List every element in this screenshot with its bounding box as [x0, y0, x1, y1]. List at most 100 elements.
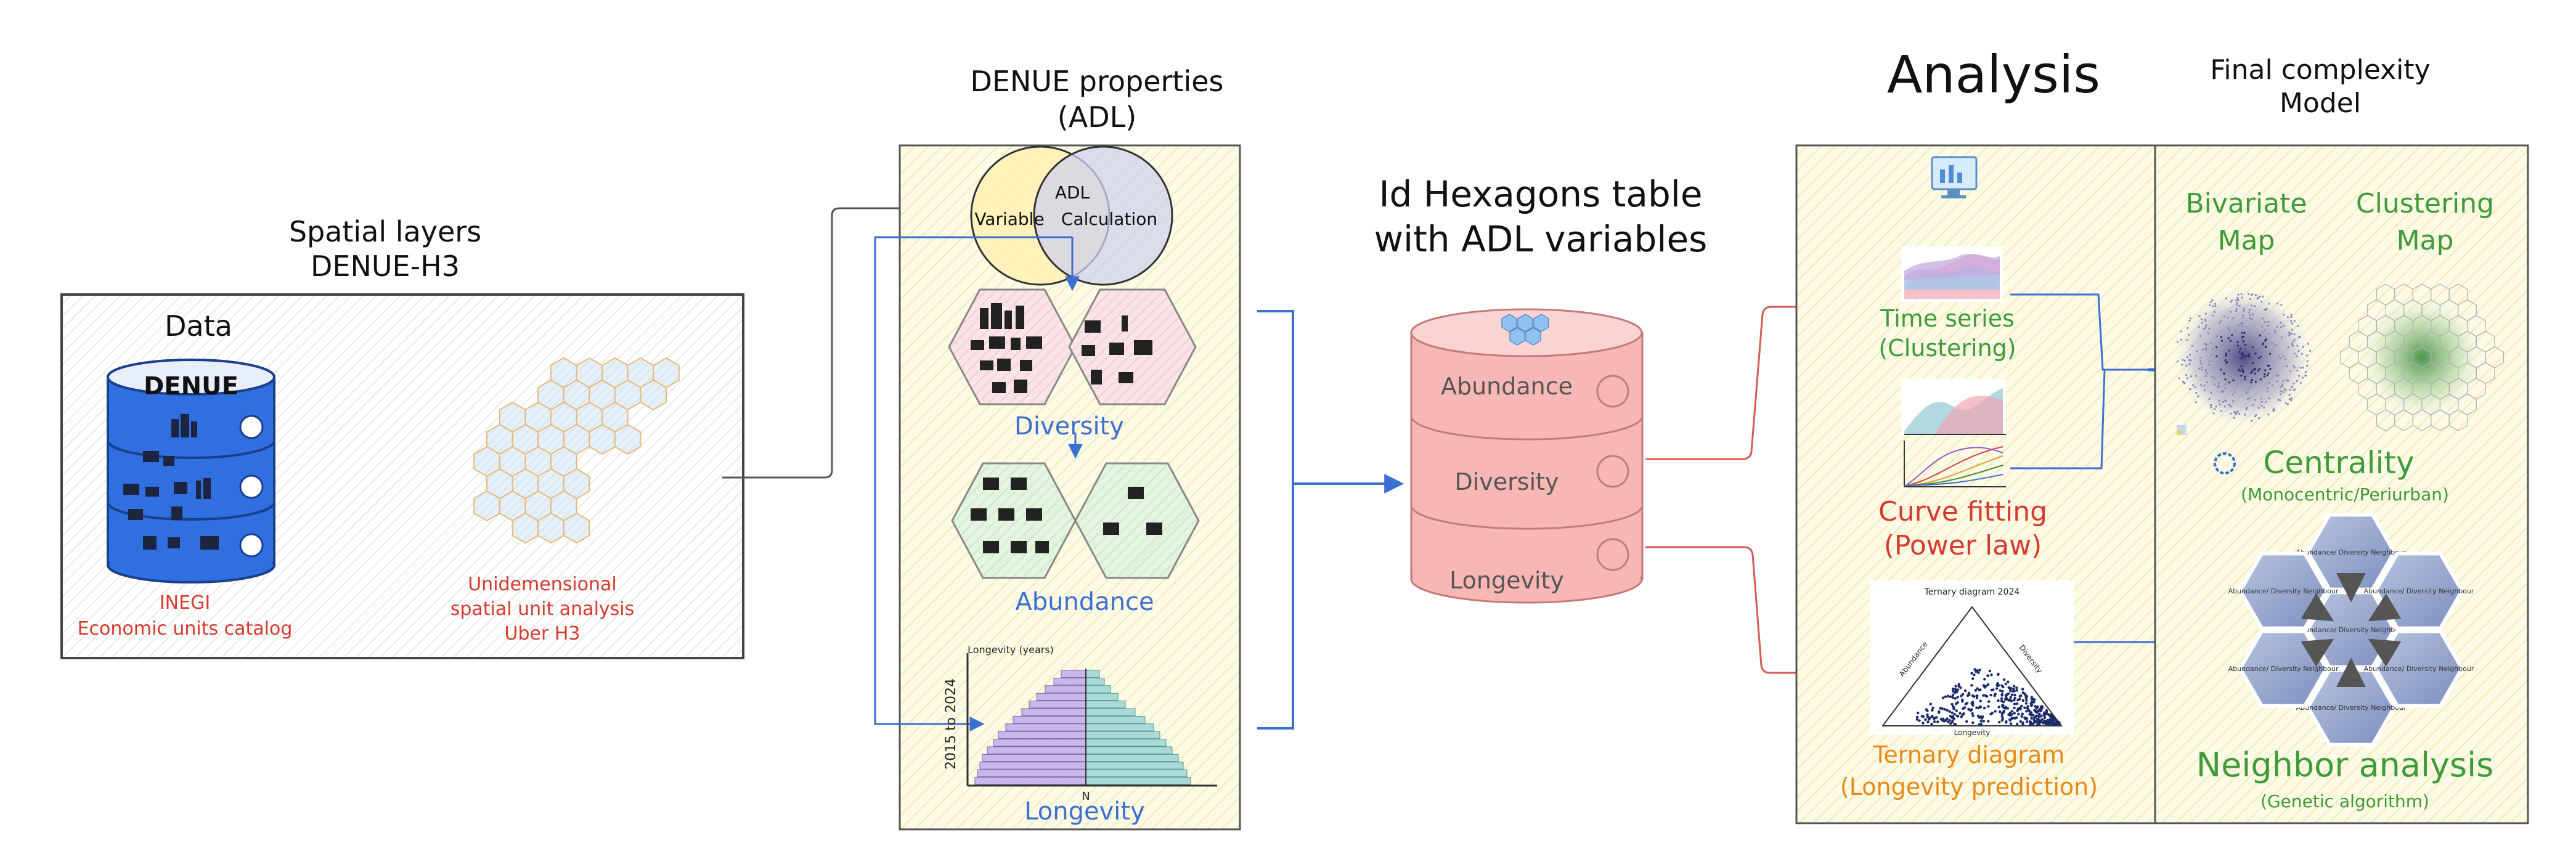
- ternary-point: [2007, 686, 2010, 689]
- ternary-point: [2039, 706, 2043, 709]
- bivariate-point: [2217, 382, 2220, 384]
- ternary-point: [1963, 706, 1967, 709]
- ternary-point: [2035, 707, 2038, 710]
- ternary-point: [1944, 719, 1947, 723]
- ternary-point: [1926, 715, 1930, 719]
- ternary-point: [1960, 715, 1963, 718]
- bivariate-point: [2178, 377, 2181, 380]
- ternary-point: [1917, 711, 1920, 715]
- ternary-point: [2030, 704, 2033, 707]
- pyramid-bar-left: [982, 754, 1086, 762]
- bivariate-point: [2306, 360, 2309, 363]
- bivariate-point: [2180, 330, 2182, 333]
- bivariate-point: [2243, 309, 2245, 312]
- ternary-point: [2005, 696, 2008, 700]
- bivariate-point: [2214, 303, 2217, 305]
- centrality-label: Centrality: [2263, 445, 2414, 481]
- bivariate-point: [2258, 367, 2261, 370]
- bivariate-point: [2291, 343, 2293, 346]
- bivariate-point: [2186, 339, 2188, 341]
- bivariate-point: [2273, 407, 2275, 410]
- bivariate-point: [2266, 374, 2268, 376]
- bivariate-point: [2258, 417, 2260, 420]
- bivariate-point: [2182, 359, 2184, 361]
- ternary-point: [1951, 693, 1955, 697]
- ternary-point: [1930, 723, 1933, 726]
- bivariate-point: [2251, 420, 2253, 422]
- bivariate-point: [2219, 322, 2221, 324]
- bivariate-point: [2268, 333, 2270, 335]
- bivariate-point: [2244, 343, 2246, 346]
- bivariate-point: [2215, 355, 2218, 357]
- final-model-section: Final complexity Model Bivariate Map Clu…: [2154, 54, 2529, 824]
- time-series-line1: Time series: [1880, 305, 2015, 332]
- bivariate-point: [2240, 357, 2243, 360]
- pyramid-bar-left: [1045, 685, 1086, 693]
- bivariate-point: [2267, 324, 2269, 327]
- ternary-point: [2001, 717, 2005, 720]
- bivariate-point: [2264, 330, 2266, 332]
- bivariate-point: [2240, 293, 2243, 295]
- ternary-point: [1949, 695, 1952, 698]
- ternary-point: [1950, 702, 1954, 706]
- bivariate-point: [2250, 381, 2252, 384]
- bivariate-point: [2224, 378, 2227, 381]
- bivariate-point: [2293, 352, 2296, 355]
- ternary-point: [1958, 712, 1962, 715]
- ternary-axis-bottom: Longevity: [1954, 728, 1991, 737]
- bivariate-point: [2244, 413, 2246, 416]
- ternary-point: [2013, 717, 2017, 720]
- ternary-point: [1954, 697, 1957, 700]
- ternary-point: [1971, 712, 1974, 715]
- ternary-point: [2001, 689, 2004, 693]
- curve-fitting-line1: Curve fitting: [1878, 496, 2047, 527]
- bivariate-point: [2210, 391, 2212, 394]
- bivariate-point: [2309, 349, 2312, 352]
- bivariate-point: [2198, 367, 2201, 370]
- bivariate-point: [2243, 331, 2246, 334]
- bivariate-point: [2208, 360, 2211, 362]
- bivariate-point: [2249, 298, 2251, 300]
- ternary-point: [1986, 683, 1990, 686]
- bivariate-point: [2254, 399, 2256, 401]
- bivariate-point: [2261, 317, 2264, 320]
- bivariate-point: [2206, 381, 2208, 383]
- ternary-point: [1965, 702, 1969, 705]
- bivariate-point: [2215, 335, 2218, 338]
- bivariate-point: [2260, 405, 2263, 407]
- ternary-point: [2057, 722, 2061, 725]
- bivariate-point: [2306, 365, 2309, 367]
- pyramid-bar-right: [1085, 769, 1188, 778]
- neighbor-hexagon-label: Abundance/ Diversity Neighbour: [2296, 704, 2407, 712]
- bivariate-point: [2244, 378, 2246, 381]
- ternary-point: [1922, 715, 1925, 718]
- ternary-point: [1930, 715, 1933, 718]
- bivariate-point: [2225, 354, 2227, 357]
- bivariate-point: [2297, 325, 2299, 328]
- bivariate-point: [2201, 322, 2203, 324]
- bivariate-point: [2262, 342, 2264, 344]
- bivariate-point: [2205, 324, 2207, 327]
- bivariate-point: [2299, 367, 2302, 369]
- bivariate-point: [2189, 354, 2191, 356]
- bivariate-point: [2252, 368, 2255, 371]
- ternary-point: [2008, 718, 2011, 722]
- ternary-point: [2030, 717, 2033, 720]
- bivariate-point: [2212, 412, 2215, 415]
- bivariate-point: [2285, 358, 2287, 360]
- neighbor-hexagon: [2305, 513, 2397, 592]
- ternary-point: [1999, 689, 2002, 693]
- bivariate-point: [2241, 296, 2243, 299]
- bivariate-point: [2280, 357, 2282, 360]
- bivariate-point: [2240, 375, 2243, 377]
- bivariate-point: [2225, 362, 2228, 364]
- bivariate-point: [2291, 386, 2293, 389]
- bivariate-point: [2250, 319, 2252, 321]
- bivariate-point: [2209, 304, 2211, 306]
- ternary-point: [1953, 712, 1956, 716]
- ternary-point: [1996, 673, 2000, 677]
- pyramid-bar-left: [974, 777, 1086, 785]
- ternary-point: [2038, 719, 2042, 723]
- bivariate-point: [2195, 401, 2198, 404]
- neighbor-arrow: [2368, 593, 2402, 622]
